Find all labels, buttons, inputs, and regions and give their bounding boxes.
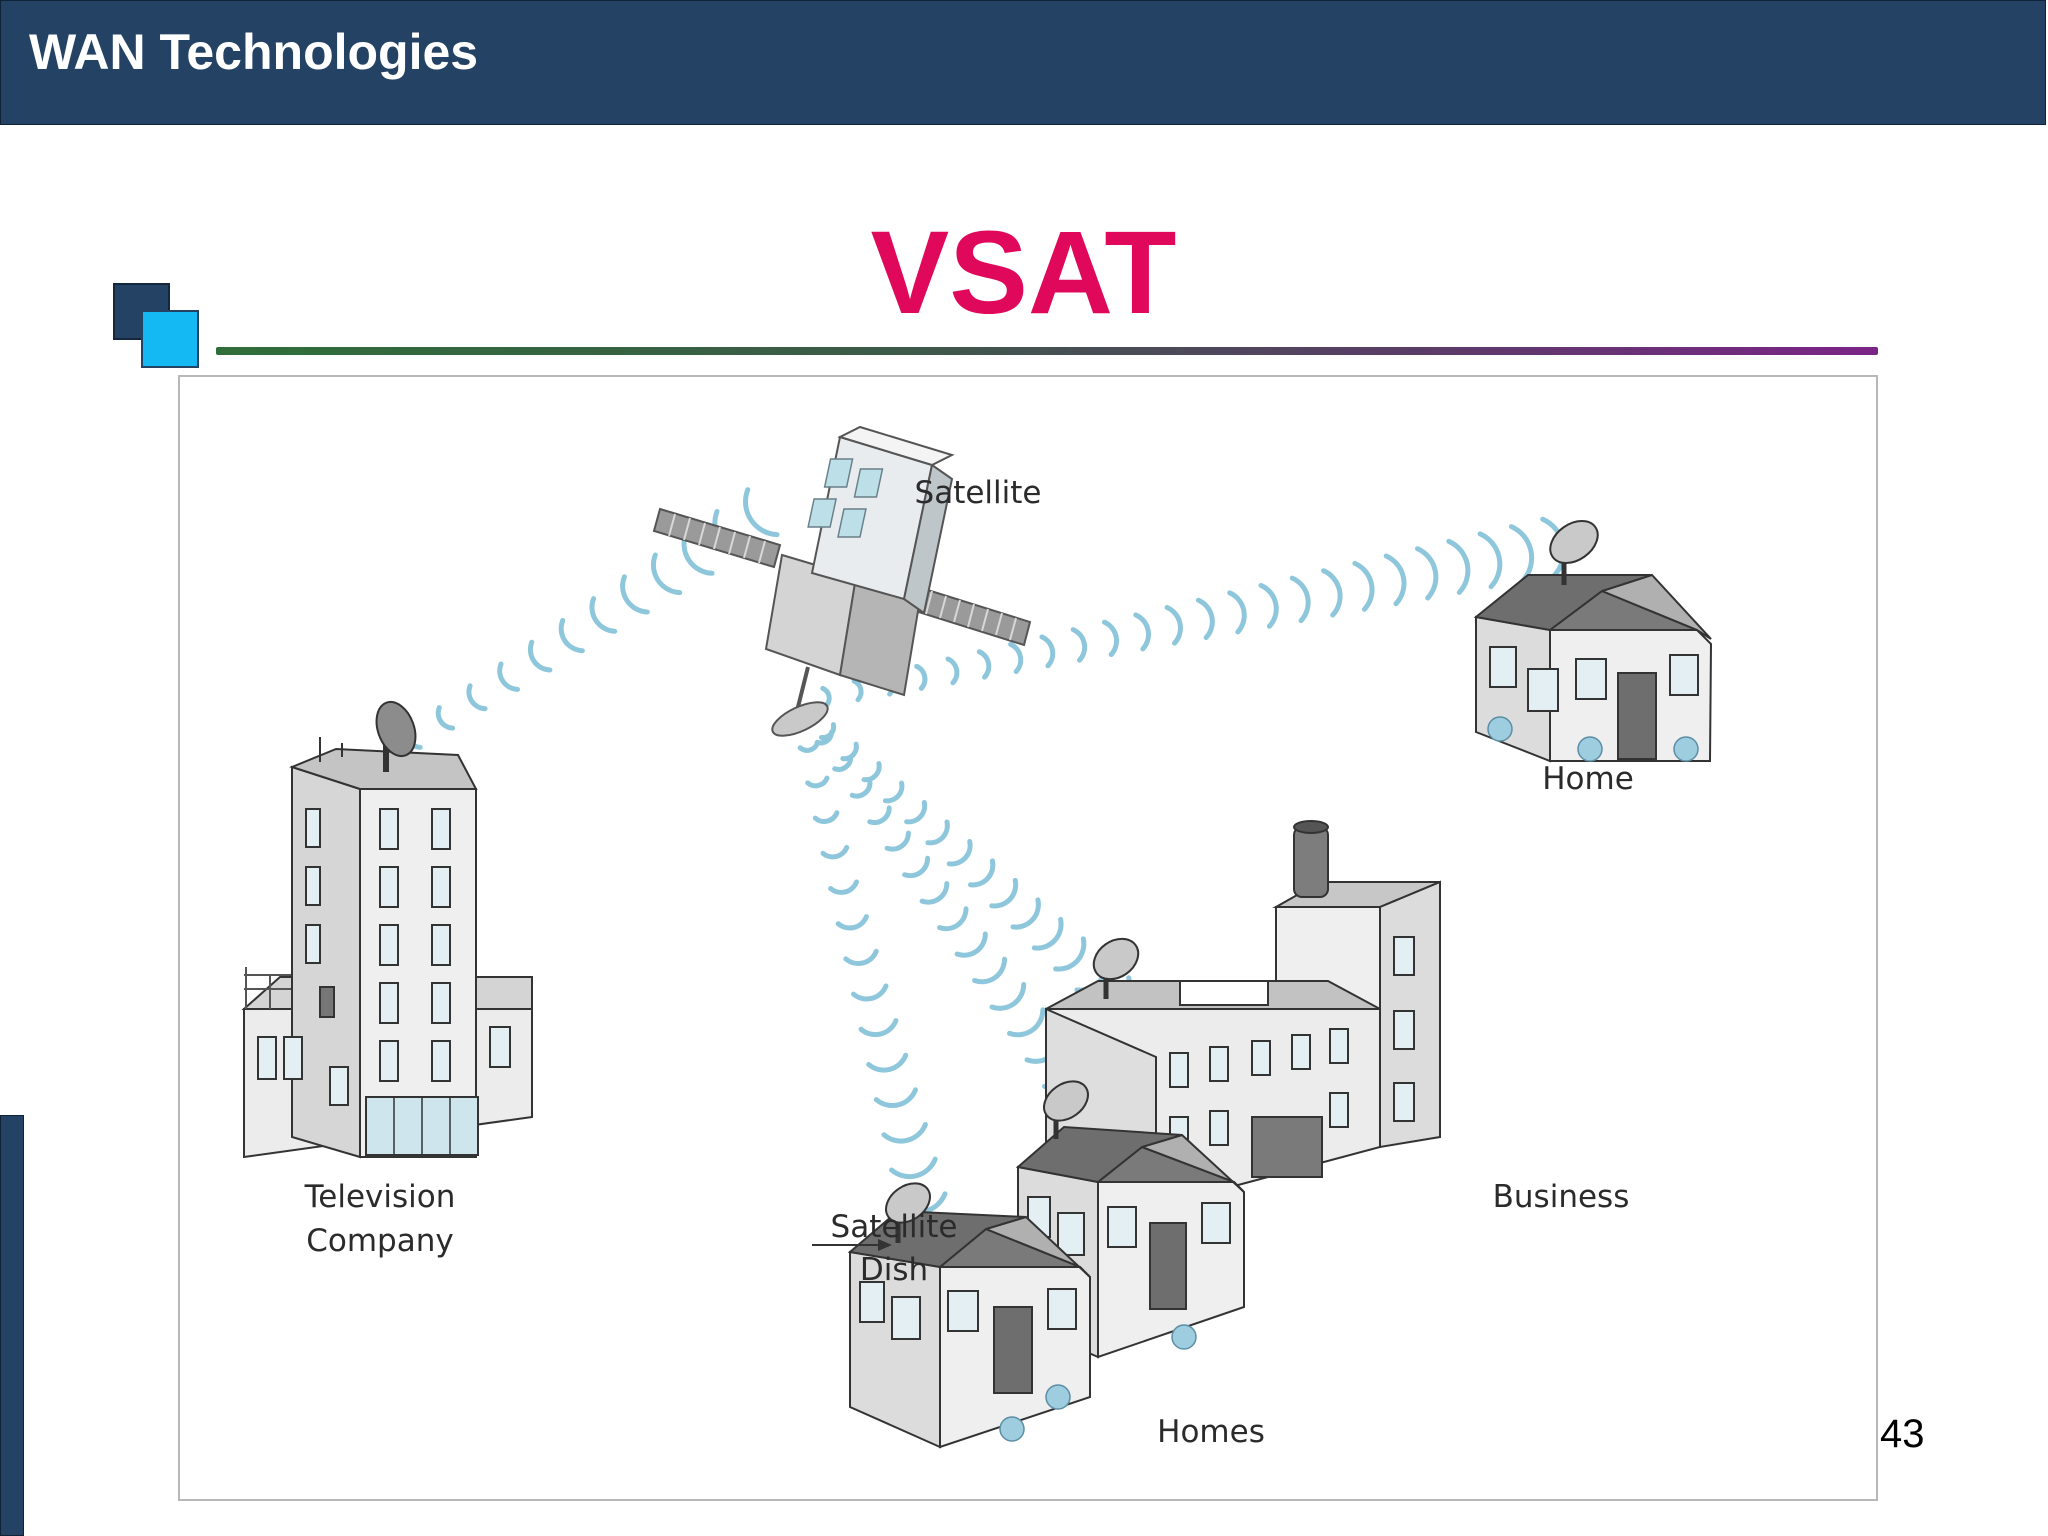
signal-wave-arc	[527, 639, 553, 673]
title-underline	[216, 347, 1878, 355]
signal-wave-arc	[882, 780, 905, 804]
label-business: Business	[1493, 1179, 1630, 1215]
signal-wave-arc	[1477, 531, 1503, 590]
signal-wave-arc	[797, 741, 820, 753]
signal-wave-arc	[972, 956, 1007, 985]
label-homes: Homes	[1157, 1414, 1265, 1450]
signal-wave-arc	[989, 877, 1019, 909]
signal-wave-arc	[1227, 590, 1247, 635]
signal-wave-arc	[904, 800, 928, 825]
header-bar: WAN Technologies	[0, 0, 2046, 125]
signal-wave-arc	[1289, 575, 1311, 624]
signal-wave-arc	[861, 761, 882, 783]
signal-wave-arc	[1133, 612, 1151, 652]
label-satellite: Satellite	[915, 475, 1042, 511]
label-tv-company-line2: Company	[306, 1223, 453, 1259]
signal-wave-arc	[828, 879, 859, 895]
signal-wave-arc	[925, 819, 950, 846]
signal-wave-arc	[873, 1087, 918, 1108]
signal-wave-arc	[820, 844, 850, 860]
signal-wave-arc	[840, 741, 859, 762]
signal-wave-arc	[937, 906, 969, 932]
signal-wave-arc	[1321, 568, 1343, 618]
slide-title: VSAT	[870, 207, 1177, 339]
signal-wave-arc	[1446, 538, 1471, 595]
label-dish-line1: Satellite	[831, 1209, 958, 1245]
signal-wave-arc	[976, 649, 992, 680]
signal-wave-arc	[968, 858, 996, 888]
signal-wave-arc	[820, 685, 832, 708]
signal-wave-arc	[867, 805, 892, 825]
television-company-building	[241, 700, 533, 1159]
signal-wave-arc	[835, 914, 869, 931]
signal-wave-arc	[1383, 553, 1407, 607]
signal-wave-arc	[466, 683, 488, 712]
signal-wave-arc	[589, 596, 618, 634]
vsat-diagram-svg: Satellite Home Business Homes Television…	[241, 425, 1713, 1450]
signal-wave-arc	[832, 754, 854, 772]
signal-wave-arc	[650, 552, 683, 596]
signal-wave-arc	[946, 839, 973, 867]
signal-wave-arc	[805, 775, 830, 789]
signal-wave-arc	[866, 1052, 909, 1073]
header-title: WAN Technologies	[29, 24, 479, 80]
signal-wave-arc	[558, 617, 585, 654]
signal-wave-arc	[1415, 546, 1439, 601]
signal-wave-arc	[1053, 936, 1087, 972]
signal-wave-arc	[814, 729, 834, 746]
signal-wave-arc	[497, 661, 520, 692]
signal-wave-arc	[1164, 605, 1183, 646]
page-number: 43	[1880, 1412, 1925, 1456]
signal-wave-arc	[858, 1018, 899, 1038]
decor-square-light	[141, 310, 199, 368]
signal-wave-arc	[881, 1122, 928, 1144]
signal-wave-arc	[851, 678, 864, 703]
signal-wave-arc	[884, 830, 911, 852]
signal-wave-arc	[889, 1156, 938, 1180]
left-accent-bar	[0, 1115, 24, 1536]
signal-wave-arc	[1010, 897, 1041, 930]
signal-wave-arc	[843, 948, 879, 967]
vsat-diagram: Satellite Home Business Homes Television…	[178, 375, 1878, 1501]
homes-house-left	[812, 1182, 1197, 1449]
signal-wave-arc	[1031, 916, 1064, 951]
signal-wave-arc	[919, 881, 950, 905]
signal-wave-arc	[1195, 597, 1215, 641]
business-building	[1045, 820, 1441, 1209]
signal-wave-arc	[849, 780, 873, 799]
signal-wave-arc	[851, 983, 889, 1002]
signal-wave-arc	[1508, 524, 1535, 584]
signal-wave-arc	[1352, 560, 1375, 612]
signal-wave-arc	[1258, 582, 1279, 629]
signal-wave-arc	[954, 931, 988, 958]
signal-wave-arc	[1039, 634, 1056, 669]
signal-wave-arc	[902, 855, 931, 879]
signal-wave-arc	[1007, 1007, 1046, 1038]
signal-wave-arc	[743, 487, 780, 538]
signal-wave-arc	[1070, 627, 1088, 663]
signal-wave-arc	[812, 810, 840, 824]
home-building	[1473, 520, 1713, 763]
signal-wave-arc	[914, 663, 928, 691]
label-home: Home	[1542, 761, 1634, 797]
label-dish-line2: Dish	[860, 1252, 928, 1288]
signal-wave-arc	[1008, 641, 1024, 674]
signal-wave-arc	[945, 656, 960, 686]
signal-wave-arc	[1102, 619, 1120, 657]
label-tv-company-line1: Television	[304, 1179, 456, 1215]
signal-wave-arc	[620, 574, 650, 615]
signal-wave-arc	[435, 705, 456, 731]
satellite-icon	[652, 425, 1032, 737]
signal-wave-arc	[989, 982, 1027, 1011]
